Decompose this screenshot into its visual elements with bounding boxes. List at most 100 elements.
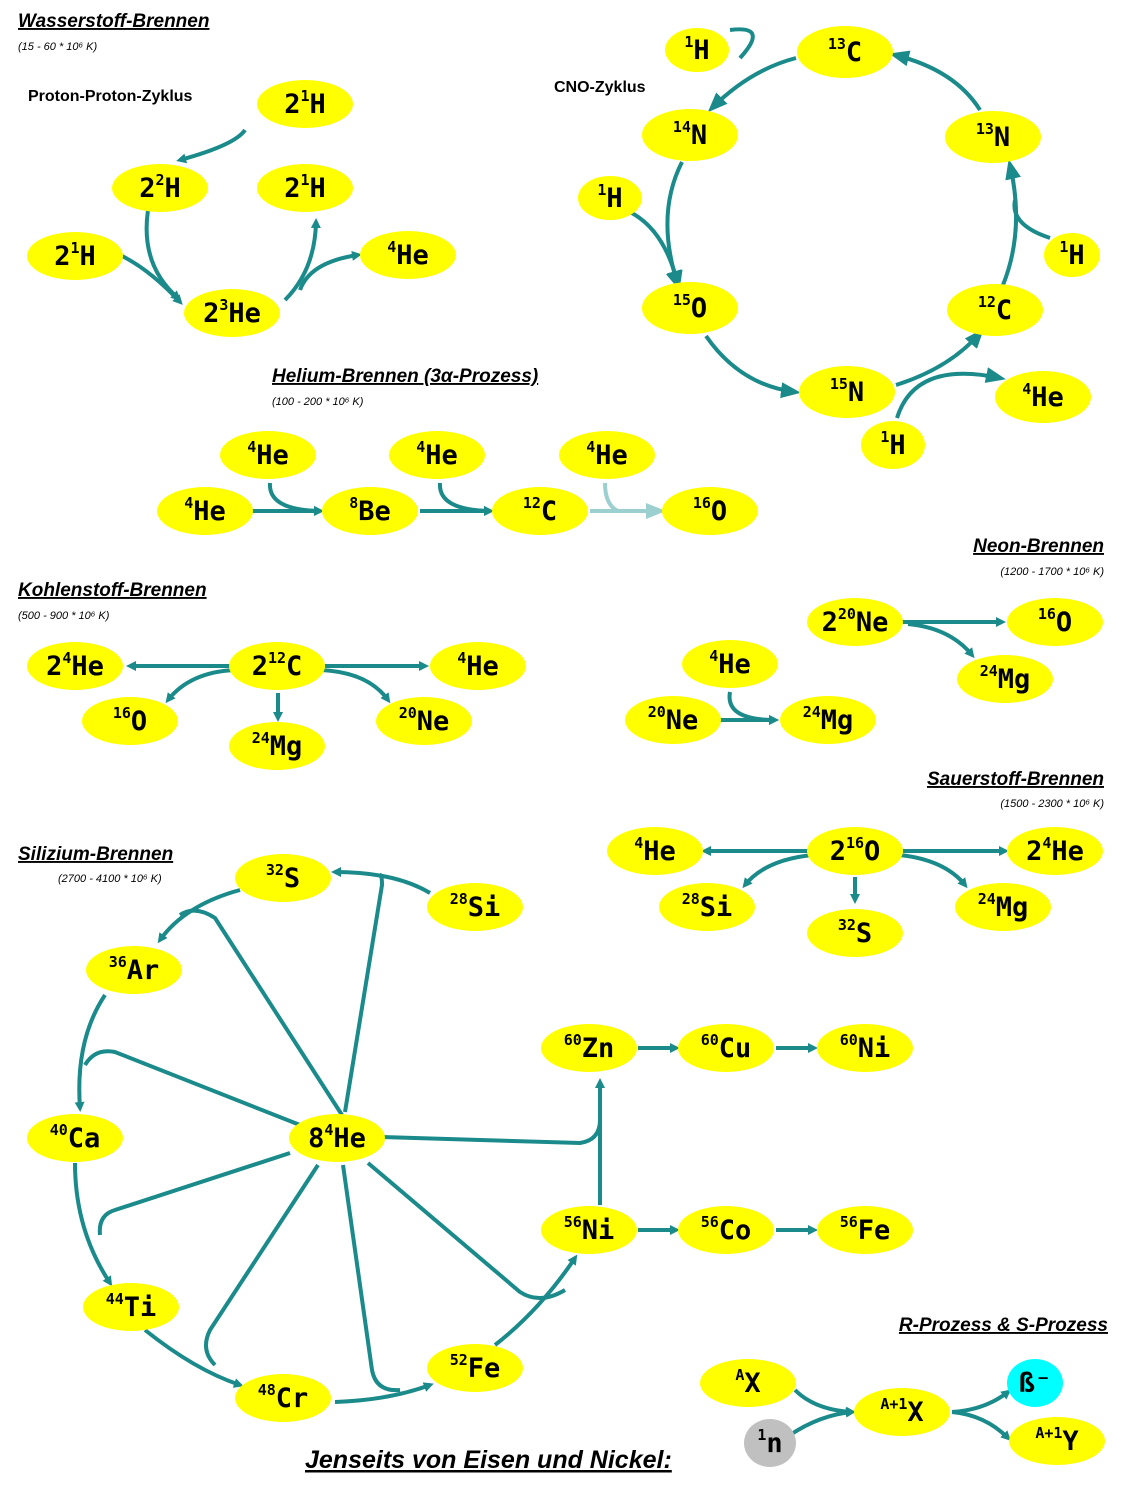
nuclide-mass-number: 12 <box>268 649 286 667</box>
nuclide-ellipse <box>947 284 1043 336</box>
nuclide-si_cr48: 48Cr <box>235 1374 331 1422</box>
nuclide-o_he4x2: 24He <box>1007 827 1103 875</box>
nuclide-mass-number: 60 <box>564 1031 582 1049</box>
nuclide-element: He <box>643 836 676 867</box>
nuclide-element: H <box>606 183 622 214</box>
nuclide-ellipse <box>289 1114 385 1162</box>
nuclide-element: Mg <box>821 705 854 736</box>
nuclide-label: 36Ar <box>109 953 160 986</box>
nuclide-element: H <box>310 173 326 204</box>
nuclide-pp_h2: 22H <box>112 164 208 212</box>
nuclide-element: He <box>193 496 226 527</box>
nuclide-ellipse <box>86 946 182 994</box>
nuclide-label: 4He <box>387 238 429 271</box>
nuclide-label: 1H <box>684 33 709 66</box>
nuclide-he_be8: 8Be <box>322 487 418 535</box>
nuclide-element: H <box>693 35 709 66</box>
nuclide-label: 212C <box>252 649 303 682</box>
nuclide-pp_he4: 4He <box>360 231 456 279</box>
nuclide-ellipse <box>541 1206 637 1254</box>
nuclide-element: He <box>256 440 289 471</box>
nuclide-element: C <box>846 37 862 68</box>
nuclide-element: He <box>466 651 499 682</box>
nuclide-element: O <box>711 496 727 527</box>
nuclide-ne_he4: 4He <box>682 640 778 688</box>
nuclide-o_s32: 32S <box>807 909 903 957</box>
nuclide-si_si28: 28Si <box>427 883 523 931</box>
nuclide-ellipse <box>492 487 588 535</box>
nuclide-label: 1H <box>880 428 905 461</box>
nuclide-label: 4He <box>247 438 289 471</box>
nuclide-label: 8Be <box>349 494 391 527</box>
nuclide-mass-number: 32 <box>266 861 284 879</box>
nuclide-label: 24Mg <box>252 729 303 762</box>
nuclide-label: 56Co <box>701 1213 752 1246</box>
nuclide-mass-number: 4 <box>1042 834 1051 852</box>
nuclide-coefficient: 2 <box>54 241 70 272</box>
nuclide-ellipse <box>27 1114 123 1162</box>
nuclide-ellipse <box>257 80 353 128</box>
nuclide-label: A+1Y <box>1035 1424 1079 1457</box>
nuclide-he_he4c: 4He <box>389 431 485 479</box>
nuclide-mass-number: 4 <box>324 1121 333 1139</box>
nuclide-label: 21H <box>284 171 326 204</box>
nuclide-label: 4He <box>184 494 226 527</box>
nuclide-mass-number: 4 <box>387 238 396 256</box>
nuclide-label: ß⁻ <box>1019 1368 1052 1399</box>
nuclide-ne_ne20: 20Ne <box>625 696 721 744</box>
nuclide-label: 22H <box>139 171 181 204</box>
nuclide-cno_h1b: 1H <box>578 176 642 220</box>
nuclide-ellipse <box>360 231 456 279</box>
title-silizium: Silizium-Brennen <box>18 844 173 865</box>
nuclide-mass-number: 40 <box>50 1121 68 1139</box>
nuclide-mass-number: 20 <box>399 704 417 722</box>
nuclide-mass-number: 60 <box>701 1031 719 1049</box>
nuclide-coefficient: 2 <box>284 89 300 120</box>
nuclide-c_o16: 16O <box>82 697 178 745</box>
nuclide-ellipse <box>807 827 903 875</box>
nuclide-coefficient: 2 <box>822 607 838 638</box>
nuclide-ellipse <box>27 642 123 690</box>
nuclide-ellipse <box>229 722 325 770</box>
nuclide-element: N <box>691 120 707 151</box>
nuclide-si_ni56: 56Ni <box>541 1206 637 1254</box>
nuclide-element: H <box>80 241 96 272</box>
nuclide-element: C <box>996 295 1012 326</box>
nuclide-element: He <box>71 651 104 682</box>
nuclide-label: 60Ni <box>840 1031 891 1064</box>
nuclide-label: 32S <box>266 861 300 894</box>
nuclide-label: 16O <box>113 704 147 737</box>
nuclide-pp_top: 21H <box>257 80 353 128</box>
nuclide-element: O <box>131 706 147 737</box>
nuclide-mass-number: 16 <box>846 834 864 852</box>
nuclide-label: 23He <box>203 296 261 329</box>
nuclide-label: 60Zn <box>564 1031 615 1064</box>
nuclide-label: 15O <box>673 291 707 324</box>
nuclide-ellipse <box>780 696 876 744</box>
nuclide-mass-number: 1 <box>597 181 606 199</box>
nuclide-ellipse <box>854 1388 950 1436</box>
nuclide-ellipse <box>744 1419 796 1467</box>
nuclide-ellipse <box>82 697 178 745</box>
nuclide-label: 14N <box>673 118 707 151</box>
nuclide-element: H <box>165 173 181 204</box>
temp-wasserstoff: (15 - 60 * 10⁶ K) <box>18 41 97 53</box>
nuclide-ellipse <box>559 431 655 479</box>
nuclide-element: Co <box>719 1215 752 1246</box>
nuclide-pp_he3: 23He <box>184 289 280 337</box>
nuclide-element: C <box>286 651 302 682</box>
nuclide-mass-number: 32 <box>838 916 856 934</box>
nuclide-element: Ne <box>417 706 450 737</box>
nuclide-element: Si <box>468 892 501 923</box>
nuclide-ellipse <box>1009 1417 1105 1465</box>
nuclide-label: 20Ne <box>648 703 699 736</box>
nuclide-element: Ar <box>127 955 160 986</box>
nuclide-label: 24He <box>1026 834 1084 867</box>
nuclide-element: Be <box>358 496 391 527</box>
nuclide-mass-number: 24 <box>980 662 998 680</box>
nuclide-ellipse <box>665 28 729 72</box>
nuclide-cno_h1d: 1H <box>861 421 925 469</box>
nuclide-cno_o15: 15O <box>642 282 738 334</box>
nuclide-label: 220Ne <box>822 605 889 638</box>
nuclide-coefficient: 2 <box>139 173 155 204</box>
